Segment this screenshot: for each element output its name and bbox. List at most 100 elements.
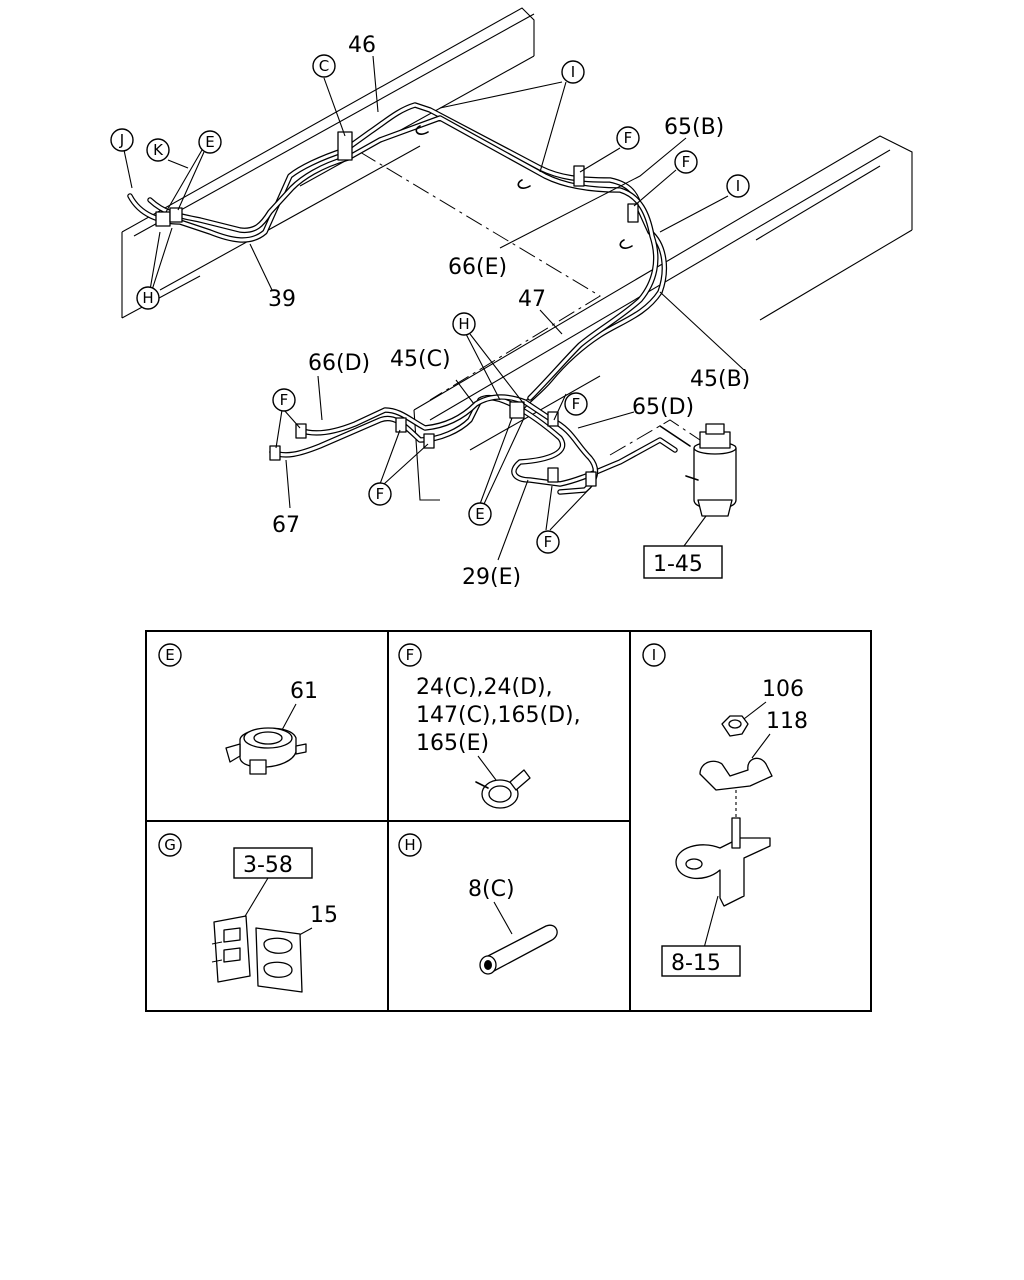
- ref-3-58: 3-58: [243, 853, 293, 878]
- clip-f-icon: [295, 423, 307, 439]
- panel-i: I 106 118 8-15: [642, 643, 808, 977]
- panel-f-letter: F: [406, 646, 415, 664]
- panel-e-part: 61: [290, 679, 318, 704]
- panel-h-part: 8(C): [468, 877, 515, 902]
- callout-66e: 66(E): [448, 255, 507, 280]
- panel-f-line-3: 165(E): [416, 731, 489, 756]
- clip-e-icon: [155, 211, 171, 227]
- letter-f-badge: F: [368, 482, 392, 506]
- letter-j-badge: J: [110, 128, 134, 152]
- svg-text:H: H: [142, 289, 153, 307]
- clip-f-icon: [627, 203, 639, 223]
- hook-i-icon: [415, 125, 429, 135]
- svg-text:C: C: [319, 57, 329, 75]
- nut-icon: [721, 715, 749, 737]
- letter-e-badge: E: [468, 502, 492, 526]
- detail-panels: [145, 630, 872, 1012]
- ref-box-3-58: [233, 847, 313, 879]
- hose-clamp-icon: [475, 769, 531, 809]
- left-frame-rail: [121, 7, 535, 319]
- svg-text:J: J: [119, 131, 124, 149]
- circled-letters: C I F F I J K E H H F F F E F: [110, 54, 750, 554]
- clip-f-icon: [547, 467, 559, 483]
- panel-i-letter: I: [652, 646, 656, 664]
- clip-assembly-icon: [211, 915, 251, 983]
- clip-f-icon: [423, 433, 435, 449]
- svg-text:I: I: [736, 177, 740, 195]
- callout-65d: 65(D): [632, 395, 694, 420]
- letter-h-badge: H: [136, 286, 160, 310]
- letter-i-badge: I: [561, 60, 585, 84]
- clip-f-icon: [573, 165, 585, 187]
- callout-29e: 29(E): [462, 565, 521, 590]
- letter-i-badge: I: [726, 174, 750, 198]
- clip-f-icon: [269, 445, 281, 461]
- fuel-filter-icon: [659, 423, 737, 517]
- svg-text:H: H: [458, 315, 469, 333]
- letter-f-badge: F: [564, 392, 588, 416]
- callout-45c: 45(C): [390, 347, 451, 372]
- letter-f-badge: F: [616, 126, 640, 150]
- hook-i-icon: [517, 179, 531, 189]
- hook-i-icon: [619, 239, 633, 249]
- panel-h-letter: H: [404, 836, 415, 854]
- callout-67: 67: [272, 513, 300, 538]
- panel-e-letter: E: [165, 646, 174, 664]
- letter-f-badge: F: [272, 388, 296, 412]
- callout-47: 47: [518, 287, 546, 312]
- ref-1-45: 1-45: [653, 552, 703, 577]
- panel-f-line-1: 24(C),24(D),: [416, 675, 553, 700]
- fuel-pipe-clip-icon: [225, 727, 307, 775]
- bracket-icon: [675, 817, 771, 907]
- panel-g-letter: G: [164, 836, 176, 854]
- letter-c-badge: C: [312, 54, 336, 78]
- clamp-c-icon: [337, 131, 353, 161]
- letter-k-badge: K: [146, 138, 170, 162]
- callout-65b: 65(B): [664, 115, 724, 140]
- center-lines: [359, 151, 701, 456]
- leader-lines: [123, 55, 745, 561]
- svg-text:F: F: [682, 153, 691, 171]
- ref-8-15: 8-15: [671, 951, 721, 976]
- panel-h: H 8(C): [398, 833, 558, 975]
- callout-labels: 46 65(B) 66(E) 39 47 66(D) 45(C) 45(B) 6…: [268, 33, 750, 590]
- right-frame-rail: [413, 135, 913, 501]
- svg-text:F: F: [624, 129, 633, 147]
- pipe-clamps: [155, 125, 639, 487]
- panel-g-part: 15: [310, 903, 338, 928]
- panel-f-line-2: 147(C),165(D),: [416, 703, 581, 728]
- letter-e-badge: E: [198, 130, 222, 154]
- svg-text:E: E: [475, 505, 484, 523]
- panel-e: E 61: [158, 643, 318, 775]
- callout-66d: 66(D): [308, 351, 370, 376]
- clip-f-icon: [547, 411, 559, 427]
- ref-box-8-15: [661, 945, 741, 977]
- clip-f-icon: [395, 417, 407, 433]
- callout-46: 46: [348, 33, 376, 58]
- svg-text:F: F: [544, 533, 553, 551]
- callout-39: 39: [268, 287, 296, 312]
- svg-text:I: I: [571, 63, 575, 81]
- panel-i-part-clip: 118: [766, 709, 808, 734]
- svg-text:F: F: [572, 395, 581, 413]
- panel-i-part-nut: 106: [762, 677, 804, 702]
- clip-f-icon: [585, 471, 597, 487]
- svg-text:F: F: [376, 485, 385, 503]
- panel-g: G 3-58 15: [158, 833, 338, 993]
- clip-e-icon: [169, 207, 183, 223]
- ref-box-1-45: [643, 545, 723, 579]
- panel-f: F 24(C),24(D), 147(C),165(D), 165(E): [398, 643, 581, 809]
- clip-plate-icon: [255, 927, 303, 993]
- letter-f-badge: F: [674, 150, 698, 174]
- letter-h-badge: H: [452, 312, 476, 336]
- svg-text:E: E: [205, 133, 214, 151]
- svg-text:K: K: [153, 141, 164, 159]
- pipe-routes: [127, 102, 678, 495]
- callout-45b: 45(B): [690, 367, 750, 392]
- pipe-clip-icon: [699, 757, 773, 791]
- clip-e-icon: [509, 401, 525, 419]
- rubber-hose-icon: [479, 924, 558, 975]
- letter-f-badge: F: [536, 530, 560, 554]
- svg-text:F: F: [280, 391, 289, 409]
